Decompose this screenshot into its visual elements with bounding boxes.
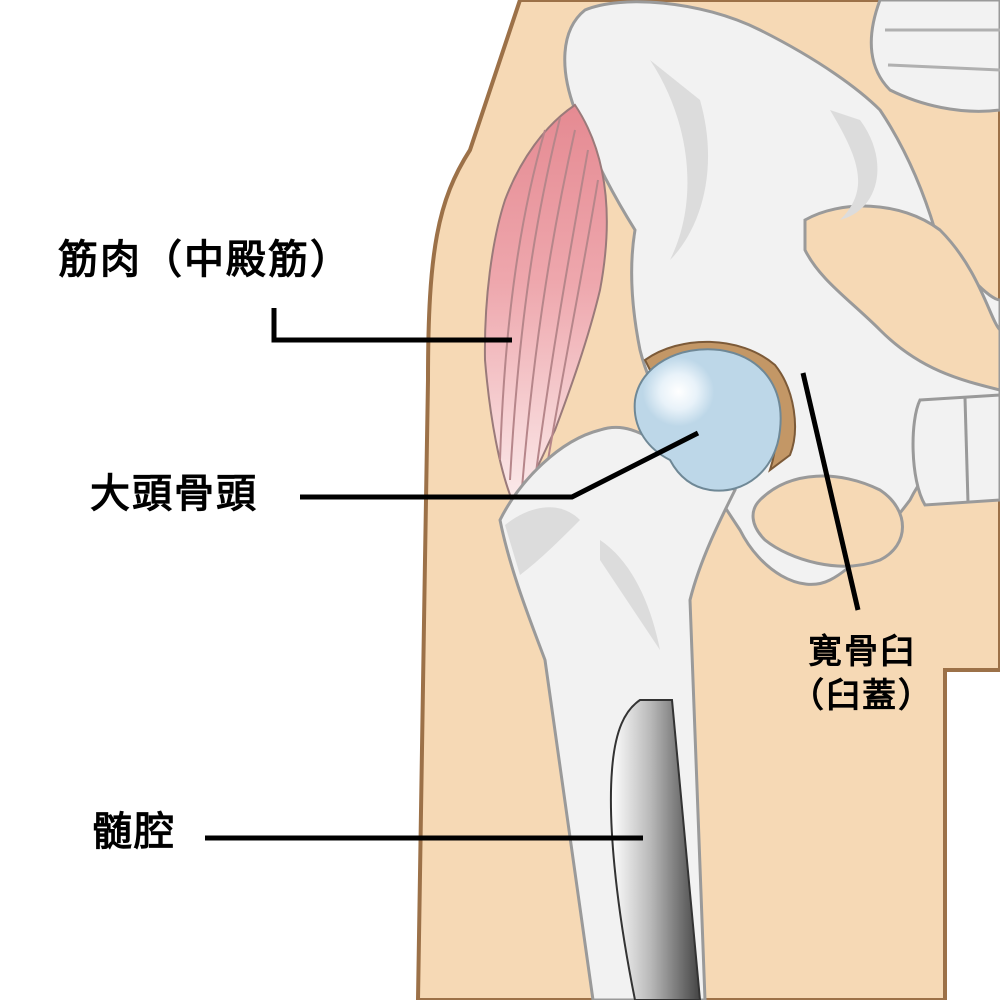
- acetabulum-label: 寛骨臼 （臼蓋）: [790, 630, 934, 718]
- head-leader: [300, 430, 700, 500]
- marrow-cavity: [609, 699, 702, 1000]
- acetabulum-label-line1: 寛骨臼: [808, 632, 916, 672]
- acetabulum-leader: [800, 372, 861, 611]
- pelvis-bone: [563, 0, 1000, 586]
- acetabulum-label-line2: （臼蓋）: [790, 676, 934, 716]
- sacrum: [869, 0, 1000, 113]
- pubic-bone: [911, 393, 1000, 507]
- pelvic-opening: [803, 204, 1000, 392]
- marrow-cavity-label: 髄腔: [92, 809, 176, 855]
- femoral-head-label: 大頭骨頭: [90, 471, 258, 517]
- muscle-label: 筋肉（中殿筋）: [58, 237, 352, 283]
- obturator-foramen: [751, 474, 904, 568]
- muscle-leader: [271, 308, 512, 343]
- femoral-head: [633, 348, 782, 492]
- muscle-fibers: [499, 117, 599, 489]
- leader-lines: [205, 308, 861, 841]
